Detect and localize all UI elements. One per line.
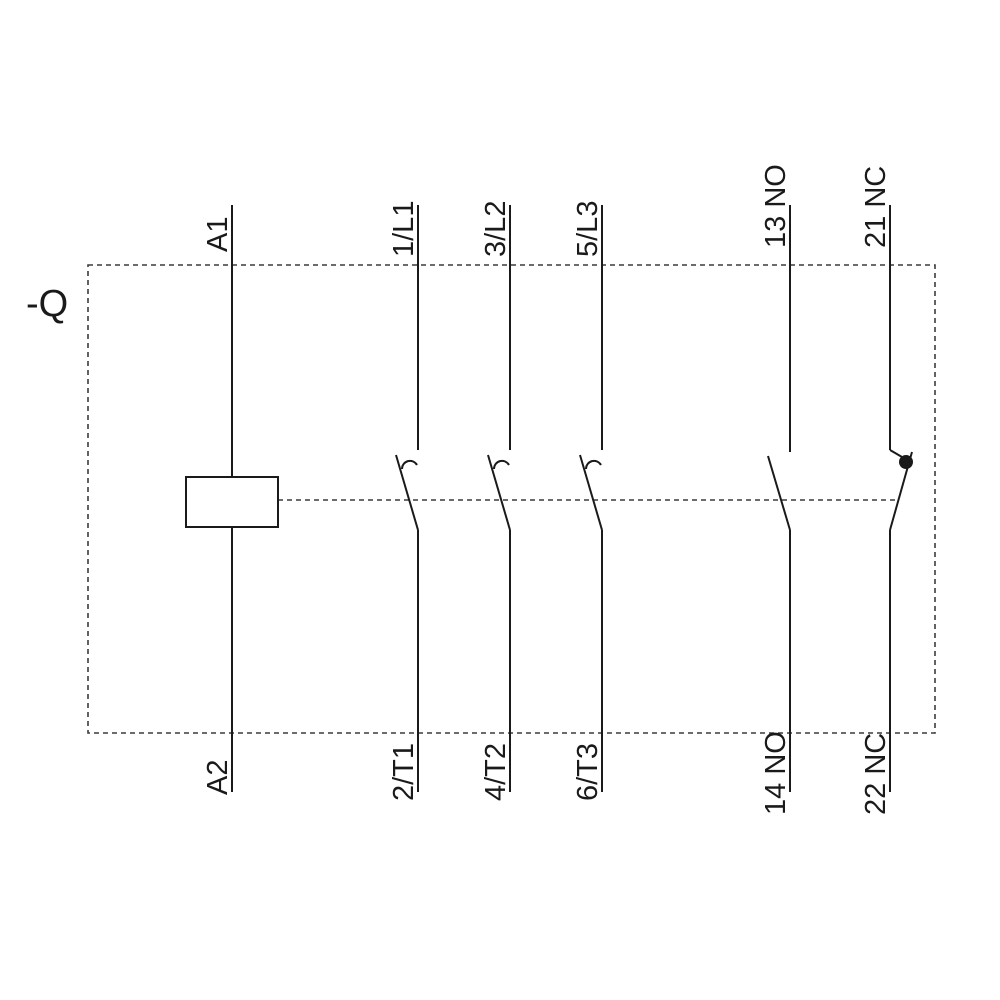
aux-no-contact: 13 NO 14 NO	[760, 164, 792, 815]
main-pole-3: 5/L3 6/T3	[572, 201, 604, 801]
terminal-label-22nc: 22 NC	[860, 733, 892, 815]
pole2-fixed-contact-arc	[492, 459, 510, 470]
pole2-contact-blade	[487, 454, 511, 531]
terminal-label-2t1: 2/T1	[388, 743, 420, 801]
terminal-label-4t2: 4/T2	[480, 743, 512, 801]
coil-branch: A1 A2	[185, 205, 279, 795]
aux-nc-contact: 21 NC 22 NC	[860, 166, 913, 815]
main-pole-2: 3/L2 4/T2	[480, 201, 512, 801]
terminal-label-5l3: 5/L3	[572, 201, 604, 257]
pole1-fixed-contact-arc	[400, 459, 418, 470]
terminal-label-21nc: 21 NC	[860, 166, 892, 248]
pole3-contact-blade	[579, 454, 603, 531]
coil-symbol	[185, 476, 279, 528]
auxnc-fixed-contact-link	[889, 449, 903, 458]
auxno-contact-blade	[767, 455, 791, 531]
terminal-label-13no: 13 NO	[760, 164, 792, 248]
terminal-label-14no: 14 NO	[760, 731, 792, 815]
device-enclosure-outline	[87, 264, 936, 734]
reference-designator: -Q	[26, 283, 68, 325]
terminal-label-6t3: 6/T3	[572, 743, 604, 801]
terminal-label-3l2: 3/L2	[480, 201, 512, 257]
pole1-contact-blade	[395, 454, 419, 531]
main-pole-1: 1/L1 2/T1	[388, 201, 420, 801]
auxnc-contact-blade	[889, 451, 913, 531]
pole3-fixed-contact-arc	[584, 459, 602, 470]
terminal-label-a2: A2	[202, 760, 234, 795]
terminal-label-1l1: 1/L1	[388, 201, 420, 257]
terminal-label-a1: A1	[202, 217, 234, 252]
